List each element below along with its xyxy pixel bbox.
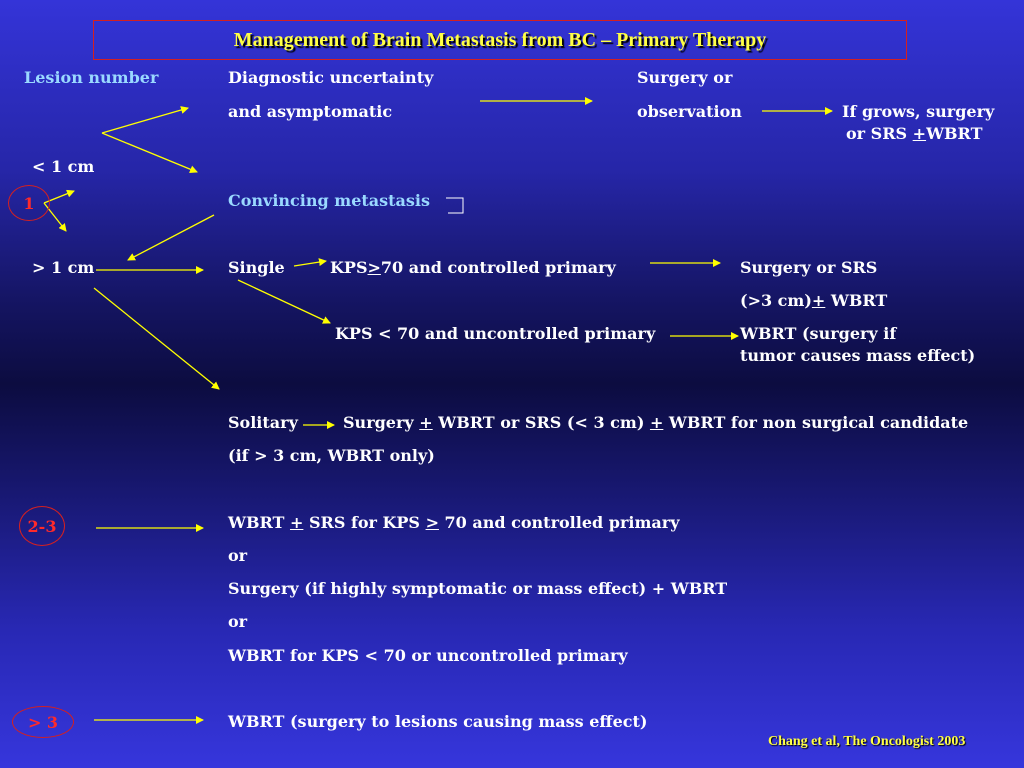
arrow-lesion-to-diag <box>101 106 189 134</box>
solitary-note: (if > 3 cm, WBRT only) <box>228 446 435 465</box>
surgery-or-line2: observation <box>637 102 742 121</box>
page-title: Management of Brain Metastasis from BC –… <box>233 28 767 51</box>
arrow-single-to-kps-good <box>293 258 327 267</box>
bracket-convincing <box>446 197 464 214</box>
citation: Chang et al, The Oncologist 2003 <box>768 734 966 749</box>
arrow-large-to-solitary <box>93 287 220 390</box>
surgery-or-srs: Surgery or SRS <box>740 258 878 277</box>
lesion-count-two-three-circle: 2-3 <box>19 506 65 546</box>
arrow-convincing-back <box>127 214 215 261</box>
gt3cm-wbrt: (>3 cm)+ WBRT <box>740 291 888 310</box>
many-lesions-treatment: WBRT (surgery to lesions causing mass ef… <box>228 712 648 731</box>
if-grows-line2: or SRS +WBRT <box>846 124 983 143</box>
wbrt-surgery-if-line2: tumor causes mass effect) <box>740 346 976 365</box>
solitary-label: Solitary <box>228 413 298 432</box>
diag-uncertainty-line2: and asymptomatic <box>228 102 393 121</box>
kps-poor-text: KPS < 70 and uncontrolled primary <box>335 324 656 343</box>
single-label: Single <box>228 258 285 277</box>
lesion-count-gt-three-circle: > 3 <box>12 706 74 738</box>
size-large-label: > 1 cm <box>32 258 95 277</box>
multi-option-1: WBRT + SRS for KPS > 70 and controlled p… <box>228 513 680 532</box>
diag-uncertainty-line1: Diagnostic uncertainty <box>228 68 434 87</box>
lesion-count-one-circle: 1 <box>8 185 50 221</box>
solitary-treatment: Surgery + WBRT or SRS (< 3 cm) + WBRT fo… <box>343 413 969 432</box>
multi-option-2: Surgery (if highly symptomatic or mass e… <box>228 579 728 598</box>
or-label-2: or <box>228 612 248 631</box>
wbrt-surgery-if-line1: WBRT (surgery if <box>740 324 897 343</box>
arrow-single-to-kps-poor <box>237 279 331 324</box>
multi-option-3: WBRT for KPS < 70 or uncontrolled primar… <box>228 646 628 665</box>
convincing-metastasis: Convincing metastasis <box>228 191 430 210</box>
arrow-lesion-to-convincing <box>101 132 198 174</box>
or-label-1: or <box>228 546 248 565</box>
size-small-label: < 1 cm <box>32 157 95 176</box>
surgery-or-line1: Surgery or <box>637 68 733 87</box>
if-grows-line1: If grows, surgery <box>842 102 995 121</box>
lesion-number-header: Lesion number <box>24 68 159 87</box>
kps-good-text: KPS>70 and controlled primary <box>330 258 616 277</box>
title-box: Management of Brain Metastasis from BC –… <box>93 20 907 60</box>
